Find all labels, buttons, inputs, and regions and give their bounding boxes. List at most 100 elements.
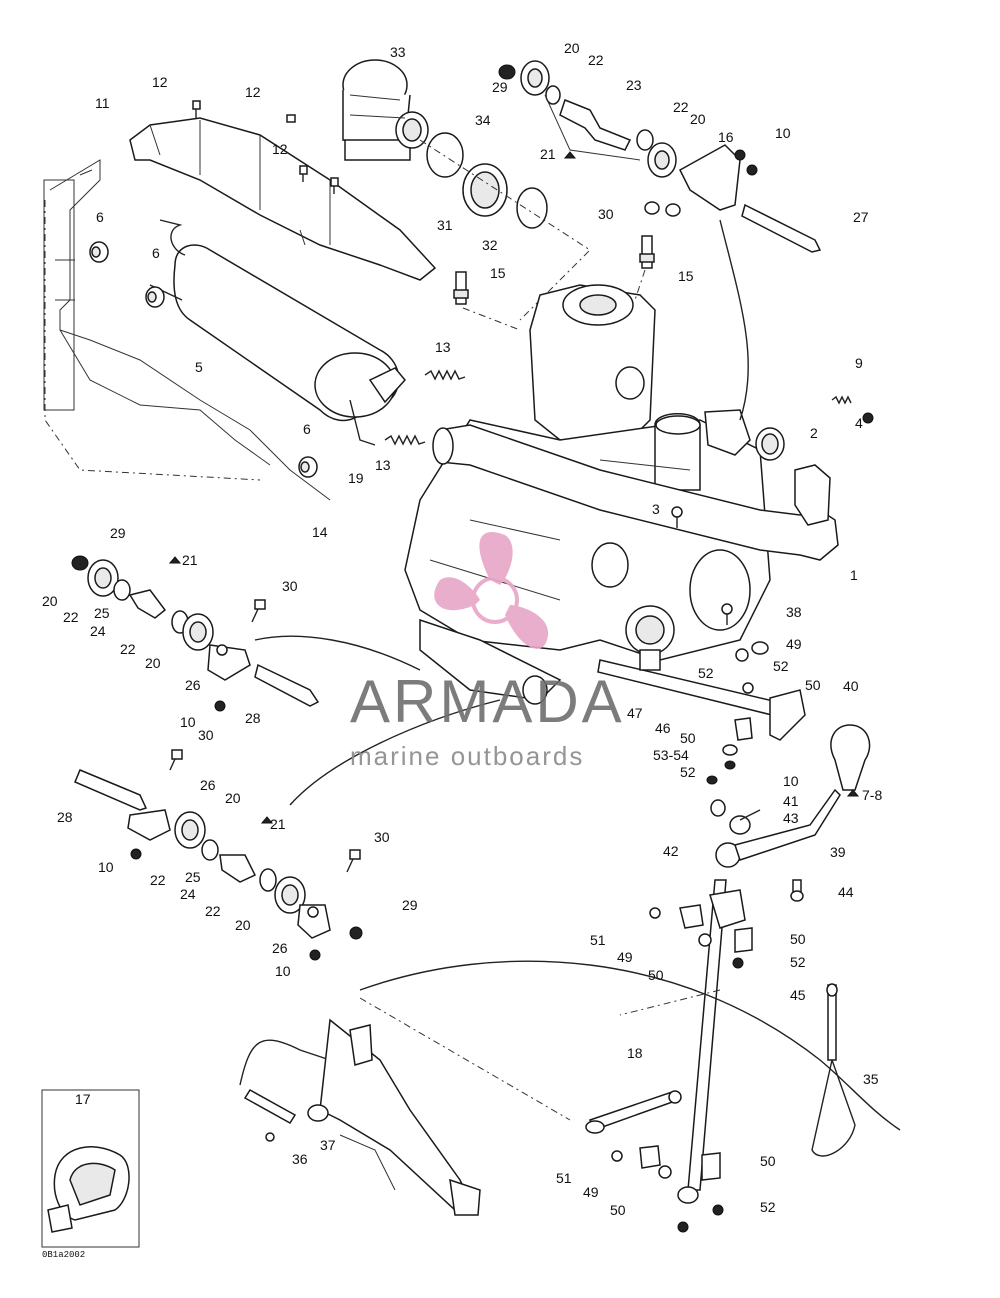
callout-c49a: 49 — [786, 636, 802, 652]
callout-c5: 5 — [195, 359, 203, 375]
callout-c53: 53-54 — [653, 747, 689, 763]
callout-c30b: 30 — [282, 578, 298, 594]
callout-c20e: 20 — [225, 790, 241, 806]
carburetor — [342, 59, 429, 161]
callout-c46: 46 — [655, 720, 671, 736]
callout-c9: 9 — [855, 355, 863, 371]
callout-c22c: 22 — [63, 609, 79, 625]
callout-c50c: 50 — [790, 931, 806, 947]
shift-linkage — [597, 603, 871, 1233]
muffler — [149, 219, 406, 446]
propeller-logo — [434, 532, 549, 649]
callout-c20a: 20 — [564, 40, 580, 56]
callout-c19: 19 — [348, 470, 364, 486]
callout-c38: 38 — [786, 604, 802, 620]
callout-c25b: 25 — [185, 869, 201, 885]
callout-c52a: 52 — [698, 665, 714, 681]
callout-c52d: 52 — [790, 954, 806, 970]
callout-c2: 2 — [810, 425, 818, 441]
callout-c20b: 20 — [690, 111, 706, 127]
callout-c50e: 50 — [760, 1153, 776, 1169]
callout-c31: 31 — [437, 217, 453, 233]
callout-c13a: 13 — [435, 339, 451, 355]
grommet-group — [89, 241, 318, 478]
inset-part-17 — [41, 1089, 140, 1248]
callout-c6c: 6 — [303, 421, 311, 437]
callout-c43: 43 — [783, 810, 799, 826]
callout-c25a: 25 — [94, 605, 110, 621]
callout-c10e: 10 — [275, 963, 291, 979]
image-code: 0B1a2002 — [42, 1250, 85, 1260]
callout-c3: 3 — [652, 501, 660, 517]
callout-c6a: 6 — [96, 209, 104, 225]
callout-c4: 4 — [855, 415, 863, 431]
callout-c22f: 22 — [205, 903, 221, 919]
callout-c6b: 6 — [152, 245, 160, 261]
callout-c44: 44 — [838, 884, 854, 900]
heat-shield — [129, 117, 437, 281]
callout-c52b: 52 — [773, 658, 789, 674]
callout-c51b: 51 — [556, 1170, 572, 1186]
callout-c36: 36 — [292, 1151, 308, 1167]
callout-c22e: 22 — [150, 872, 166, 888]
callout-c30d: 30 — [374, 829, 390, 845]
callout-c15a: 15 — [490, 265, 506, 281]
callout-c33: 33 — [390, 44, 406, 60]
left-mount-lower — [74, 699, 501, 961]
exhaust-pipe — [432, 395, 874, 561]
callout-c30a: 30 — [598, 206, 614, 222]
callout-c18: 18 — [627, 1045, 643, 1061]
callout-c10d: 10 — [98, 859, 114, 875]
callout-c27: 27 — [853, 209, 869, 225]
callout-c12c: 12 — [272, 141, 288, 157]
callout-c26a: 26 — [185, 677, 201, 693]
callout-c50b: 50 — [680, 730, 696, 746]
callout-c49b: 49 — [617, 949, 633, 965]
watermark-tagline: marine outboards — [350, 741, 584, 771]
engine-block — [404, 284, 771, 705]
callout-c21c: 21 — [270, 816, 286, 832]
callout-c47: 47 — [627, 705, 643, 721]
callout-c39: 39 — [830, 844, 846, 860]
left-mount-upper — [71, 555, 421, 712]
callout-c52e: 52 — [760, 1199, 776, 1215]
callout-c10c: 10 — [783, 773, 799, 789]
callout-c37: 37 — [320, 1137, 336, 1153]
callout-c52c: 52 — [680, 764, 696, 780]
callout-c30c: 30 — [198, 727, 214, 743]
steering-arm — [239, 1018, 481, 1216]
callout-c20c: 20 — [42, 593, 58, 609]
callout-c24b: 24 — [180, 886, 196, 902]
callout-c10b: 10 — [180, 714, 196, 730]
callout-c24a: 24 — [90, 623, 106, 639]
callout-c7: 7-8 — [862, 787, 882, 803]
callout-c50d: 50 — [648, 967, 664, 983]
callout-c21b: 21 — [182, 552, 198, 568]
callout-c34: 34 — [475, 112, 491, 128]
callout-c42: 42 — [663, 843, 679, 859]
callout-c21a: 21 — [540, 146, 556, 162]
intake-boot — [419, 132, 591, 321]
callout-c20f: 20 — [235, 917, 251, 933]
screws-12 — [192, 100, 339, 194]
callout-c14: 14 — [312, 524, 328, 540]
callout-c29a: 29 — [492, 79, 508, 95]
cables — [359, 960, 901, 1157]
armada-watermark: ARMADA marine outboards — [350, 532, 622, 771]
spark-plugs — [453, 235, 655, 331]
callout-c41: 41 — [783, 793, 799, 809]
callout-c17: 17 — [75, 1091, 91, 1107]
callout-c29b: 29 — [110, 525, 126, 541]
callout-c12a: 12 — [152, 74, 168, 90]
top-mount-assembly — [498, 60, 822, 421]
callout-c35: 35 — [863, 1071, 879, 1087]
callout-c20d: 20 — [145, 655, 161, 671]
callout-c1: 1 — [850, 567, 858, 583]
callout-c22b: 22 — [673, 99, 689, 115]
callout-c10a: 10 — [775, 125, 791, 141]
callout-c29c: 29 — [402, 897, 418, 913]
callout-c13b: 13 — [375, 457, 391, 473]
callout-c45: 45 — [790, 987, 806, 1003]
frame-outline — [43, 159, 331, 501]
